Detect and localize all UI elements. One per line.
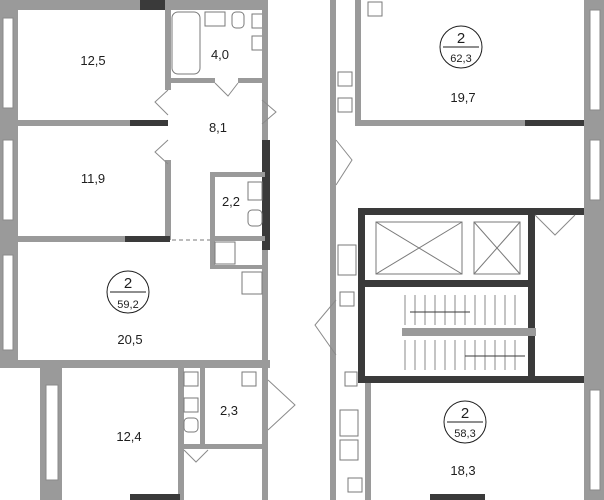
wall-bedroom-hall-2	[165, 160, 171, 240]
apartment-badge-3: 2 58,3	[443, 400, 487, 444]
lower-right-wall	[262, 368, 268, 500]
wall-room4-bottom	[18, 236, 168, 242]
room-area-19-7: 19,7	[450, 90, 475, 105]
apartment-area: 59,2	[117, 299, 138, 311]
kitchen-fixture	[214, 241, 236, 265]
right-exterior-wall-top	[584, 0, 604, 500]
door-core	[314, 299, 337, 356]
shaft-1	[337, 244, 357, 276]
lower-sink	[183, 397, 199, 413]
door-lower-wc	[183, 449, 209, 463]
core-mid-wall	[365, 280, 535, 287]
door-apt2	[335, 139, 353, 186]
room-area-12-5: 12,5	[80, 53, 105, 68]
shaft-3	[344, 371, 358, 387]
room-area-12-4: 12,4	[116, 429, 141, 444]
apt2-bottom-wall	[355, 120, 604, 126]
wc-wall-bottom	[210, 236, 265, 241]
apartment-badge-1: 2 59,2	[106, 270, 150, 314]
left-top-dark-segment	[140, 0, 165, 10]
lower-toilet	[183, 417, 199, 433]
room-area-20-5: 20,5	[117, 332, 142, 347]
lower-room-bottom-dark	[130, 494, 180, 500]
apt3-fixture-2	[339, 439, 359, 461]
apt3-sink	[347, 477, 363, 493]
room-area-2-3: 2,3	[220, 403, 238, 418]
left-lower-exterior-wall	[40, 368, 62, 500]
apartment-area: 62,3	[450, 53, 471, 65]
apt2-sink	[367, 1, 383, 17]
apartment-rooms: 2	[457, 30, 465, 47]
apt2-fixture-1	[337, 71, 353, 87]
kitchen-partition	[210, 265, 265, 269]
wall-bath-bottom	[165, 78, 215, 83]
bathtub	[171, 11, 201, 75]
core-right-wall	[528, 208, 535, 383]
apartment-rooms: 2	[461, 405, 469, 422]
door-room1	[154, 89, 169, 116]
shaft-2	[339, 291, 355, 307]
elevator-2	[473, 221, 521, 275]
apartment-rooms: 2	[124, 275, 132, 292]
bath-toilet	[231, 11, 245, 29]
lower-wc-bottom	[184, 444, 264, 449]
door-entrance	[267, 379, 296, 431]
apt3-bottom-dark	[430, 494, 485, 500]
apt3-left-wall	[365, 383, 371, 500]
door-apt2-lower	[534, 214, 576, 236]
wall-room1-bottom-dark	[130, 120, 168, 126]
wall-room4-bottom-dark	[125, 236, 170, 242]
room-area-2-2: 2,2	[222, 194, 240, 209]
wc-toilet	[247, 209, 263, 227]
core-bottom-wall	[358, 376, 584, 383]
bath-sink	[204, 11, 226, 27]
wc-wall-left	[210, 175, 215, 265]
apt2-fixture-2	[337, 97, 353, 113]
apt2-bottom-dark	[525, 120, 585, 126]
core-top-wall	[358, 208, 584, 215]
core-left-wall	[358, 208, 365, 383]
room-area-4-0: 4,0	[211, 47, 229, 62]
staircase	[402, 295, 536, 370]
left-block-right-dark	[262, 140, 270, 250]
wall-room1-bottom	[18, 120, 168, 126]
apartment-badge-2: 2 62,3	[439, 25, 483, 69]
wc-sink	[247, 181, 263, 201]
lower-room-right-wall	[178, 368, 184, 500]
lower-fixture-1	[183, 371, 199, 387]
left-exterior-wall	[0, 0, 18, 365]
apt3-fixture-1	[339, 409, 359, 437]
wall-bedroom-hall	[165, 10, 171, 90]
wall-apt1-bottom	[0, 360, 270, 368]
door-room4	[154, 139, 169, 165]
room-area-18-3: 18,3	[450, 463, 475, 478]
room-area-8-1: 8,1	[209, 120, 227, 135]
door-room3	[261, 99, 277, 125]
wall-bath-bottom-2	[238, 78, 268, 83]
lower-fixture-2	[241, 371, 257, 387]
lower-wc-wall	[200, 368, 205, 448]
apt2-left-wall	[355, 0, 361, 125]
wc-wall-top	[210, 172, 265, 177]
right-block-left-wall	[330, 0, 336, 500]
apartment-area: 58,3	[454, 428, 475, 440]
elevator-1	[375, 221, 463, 275]
room-area-11-9: 11,9	[81, 171, 105, 186]
door-bath	[214, 82, 239, 97]
kitchen-fixture-2	[241, 271, 263, 295]
